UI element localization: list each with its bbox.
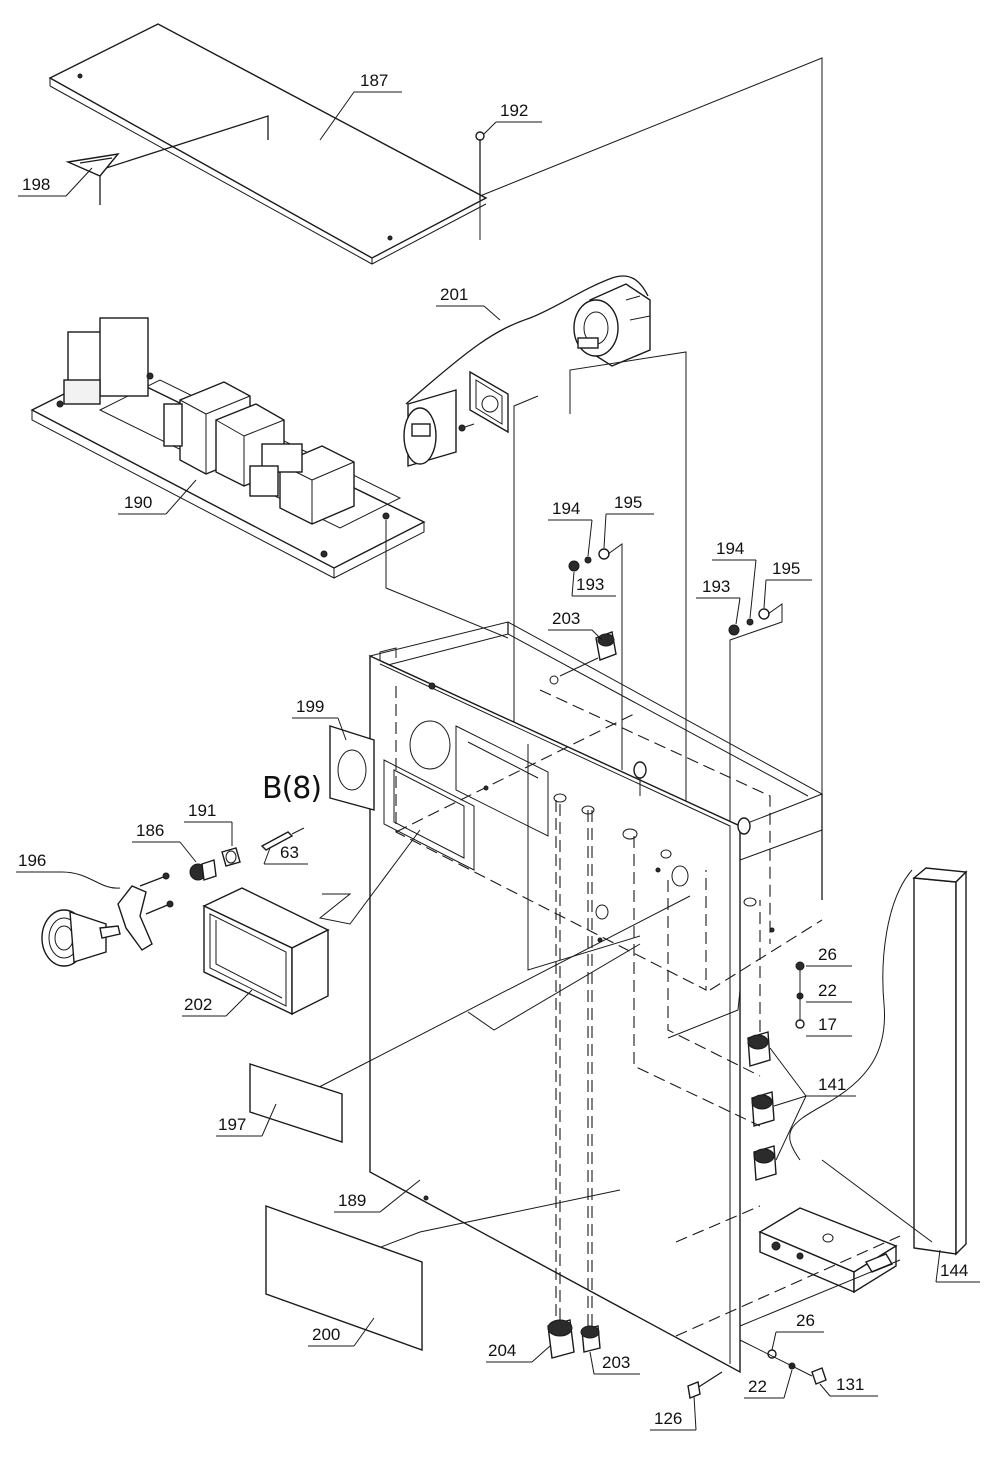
label-203-bottom: 203 [602,1353,630,1372]
label-193-right: 193 [702,577,730,596]
label-198: 198 [22,175,50,194]
callout-17: 17 [806,1015,852,1037]
callout-193-left: 193 [571,571,616,597]
callout-26-bottom: 26 [771,1311,824,1351]
label-194-left: 194 [552,499,580,518]
label-22-bottom: 22 [748,1377,767,1396]
label-B8: B(8) [262,771,321,806]
callout-203-bottom: 203 [589,1351,640,1375]
label-194-right: 194 [716,539,744,558]
callout-194-right: 194 [712,539,757,619]
label-197: 197 [218,1115,246,1134]
side-bar-144 [789,867,968,1256]
circuit-board-190 [30,317,509,639]
screw-set-26-22-131 [739,1339,827,1385]
callout-190: 190 [118,479,197,515]
label-202: 202 [184,995,212,1014]
callout-197: 197 [216,1103,277,1137]
label-141: 141 [818,1075,846,1094]
callout-144: 144 [935,1249,980,1283]
cover-plate-187 [48,23,488,265]
callout-26-right: 26 [806,945,852,967]
screw-set-26-22-17 [795,961,805,1029]
foot-bracket [675,1205,901,1337]
pin-63 [260,827,305,851]
assembly-line-c [667,989,741,1039]
label-22-right: 22 [818,981,837,1000]
label-199: 199 [296,697,324,716]
washer-set-right [728,603,783,840]
callout-131: 131 [819,1375,878,1397]
callout-186: 186 [132,821,197,863]
callout-192: 192 [483,101,542,135]
label-187: 187 [360,71,388,90]
sensor-assembly-196 [41,872,174,967]
callout-195-left: 195 [603,493,654,549]
cable-gland-204 [547,800,575,1359]
callout-204: 204 [486,1341,551,1363]
callout-187: 187 [319,71,402,141]
label-200: 200 [312,1325,340,1344]
callout-194-left: 194 [548,499,593,557]
label-26-right: 26 [818,945,837,964]
callout-126: 126 [650,1395,697,1431]
assembly-line-a [527,744,641,971]
callout-199: 199 [292,697,347,741]
screw-126 [687,1371,723,1399]
callout-196: 196 [16,851,121,889]
callout-189: 189 [334,1179,421,1213]
label-131: 131 [836,1375,864,1394]
label-191: 191 [188,801,216,820]
callout-195-right: 195 [763,559,812,609]
label-17: 17 [818,1015,837,1034]
label-sheet-197 [249,1063,343,1143]
panel-cover-199 [329,725,375,811]
screw-192 [475,57,823,798]
label-189: 189 [338,1191,366,1210]
washer-set-left [568,543,623,770]
label-196: 196 [18,851,46,870]
assembly-line-b [467,943,641,1031]
label-144: 144 [940,1261,968,1280]
label-sheet-200 [265,1205,423,1351]
cable-gland-203-bottom [580,810,601,1353]
label-193-left: 193 [576,575,604,594]
callout-63: 63 [263,843,308,865]
cable-gland-203-top [559,631,617,677]
callout-B8: B(8) [262,771,322,806]
label-201: 201 [440,285,468,304]
connector-186 [189,859,217,881]
rotary-switch-201 [403,275,687,820]
enclosure-189 [368,621,824,1374]
label-26-bottom: 26 [796,1311,815,1330]
label-204: 204 [488,1341,516,1360]
callout-203-top: 203 [548,609,603,641]
label-186: 186 [136,821,164,840]
callout-202: 202 [182,989,253,1017]
label-195-left: 195 [614,493,642,512]
callout-22-bottom: 22 [744,1369,793,1399]
callout-141: 141 [806,1075,856,1097]
callout-193-right: 193 [696,577,741,625]
nut-191 [221,847,241,867]
callout-198: 198 [18,167,93,197]
label-203-top: 203 [552,609,580,628]
label-192: 192 [500,101,528,120]
callout-22-right: 22 [806,981,852,1003]
callout-201: 201 [436,285,501,321]
callout-191: 191 [184,801,233,846]
label-126: 126 [654,1409,682,1428]
callout-200: 200 [308,1317,375,1347]
assembly-line-202 [318,829,421,925]
arrow-198-icon [65,153,120,177]
label-195-right: 195 [772,559,800,578]
display-module-202 [202,887,330,1016]
label-63: 63 [280,843,299,862]
label-190: 190 [124,493,152,512]
cable-glands-141 [633,836,807,1181]
